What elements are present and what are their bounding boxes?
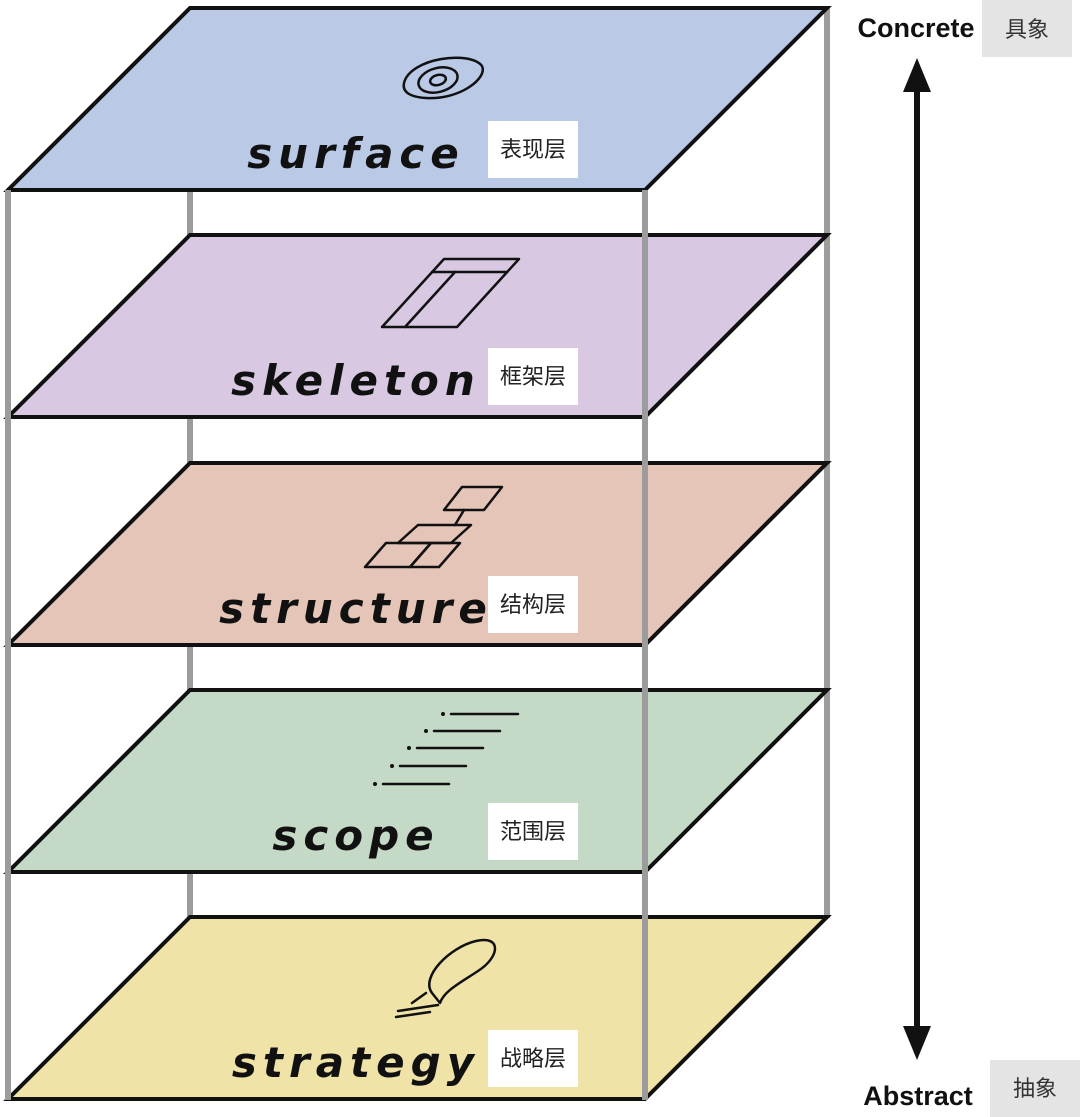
cn-label-scope: 范围层 <box>488 803 578 860</box>
cn-label-scope-text: 范围层 <box>500 820 566 845</box>
plane-strategy: strategy <box>3 915 832 1101</box>
cn-label-structure-text: 结构层 <box>500 593 566 618</box>
plane-surface-name: surface <box>247 129 465 178</box>
cn-labels-group: 战略层 范围层 结构层 框架层 表现层 <box>488 121 578 1087</box>
plane-scope-name: scope <box>272 811 439 860</box>
strategy-lightbulb-icon <box>394 938 497 1019</box>
cn-label-skeleton-box <box>488 348 578 405</box>
plane-scope: scope <box>3 688 832 874</box>
frame-front-posts <box>5 190 648 1100</box>
cn-label-scope-box <box>488 803 578 860</box>
cn-label-strategy-box <box>488 1030 578 1087</box>
concrete-label: Concrete <box>857 13 974 43</box>
abstract-cn-label: 抽象 <box>1013 1077 1057 1102</box>
plane-skeleton: skeleton <box>3 233 832 419</box>
plane-structure-name: structure <box>219 584 493 633</box>
planes-group: strategy scope structure skeleton surface <box>3 6 832 1101</box>
plane-strategy-name: strategy <box>232 1038 480 1087</box>
cn-label-skeleton: 框架层 <box>488 348 578 405</box>
cn-label-surface-text: 表现层 <box>500 138 566 163</box>
cn-label-strategy: 战略层 <box>488 1030 578 1087</box>
surface-eye-icon <box>402 56 485 100</box>
arrow-up-head <box>903 58 931 92</box>
plane-structure: structure <box>3 461 832 647</box>
cn-label-surface: 表现层 <box>488 121 578 178</box>
abstract-label: Abstract <box>863 1081 973 1111</box>
skeleton-wireframe-icon <box>380 257 521 329</box>
abstract-cn-box <box>990 1060 1080 1117</box>
cn-label-structure-box <box>488 576 578 633</box>
concrete-cn-label: 具象 <box>1005 18 1049 43</box>
concrete-cn-box <box>982 0 1072 57</box>
plane-skeleton-name: skeleton <box>231 356 481 405</box>
structure-boxes-icon <box>363 485 504 569</box>
scope-list-icon <box>373 712 520 786</box>
arrow-down-head <box>903 1026 931 1060</box>
concrete-abstract-arrow <box>903 58 931 1060</box>
cn-label-surface-box <box>488 121 578 178</box>
cn-label-strategy-text: 战略层 <box>500 1047 566 1072</box>
cn-label-skeleton-text: 框架层 <box>500 365 566 390</box>
cn-label-structure: 结构层 <box>488 576 578 633</box>
plane-surface: surface <box>3 6 832 192</box>
